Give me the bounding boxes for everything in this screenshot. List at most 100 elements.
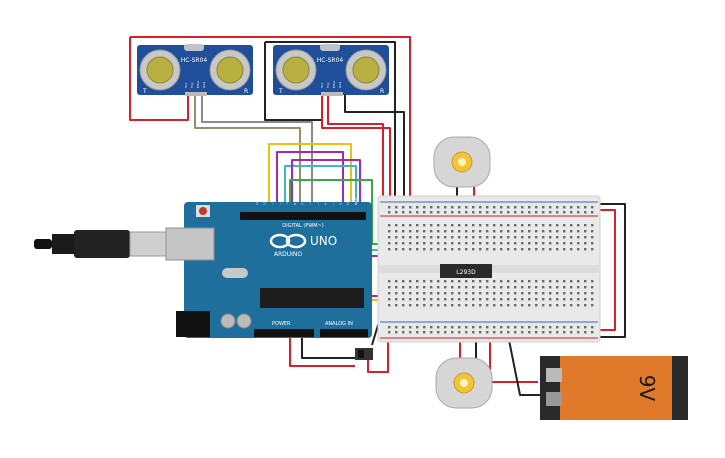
breadboard-hole xyxy=(423,230,426,233)
breadboard-hole xyxy=(549,224,552,227)
breadboard-hole xyxy=(542,242,545,245)
wire-black-top xyxy=(265,41,396,210)
breadboard-hole xyxy=(451,242,454,245)
breadboard-hole xyxy=(521,280,524,283)
breadboard-hole xyxy=(514,224,517,227)
arduino-logo-text: ARDUINO xyxy=(274,251,303,258)
breadboard-hole xyxy=(451,304,454,307)
breadboard-hole xyxy=(395,224,398,227)
breadboard-hole xyxy=(507,304,510,307)
breadboard-hole xyxy=(535,331,538,334)
breadboard-hole xyxy=(388,304,391,307)
breadboard-hole xyxy=(444,248,447,251)
breadboard-hole xyxy=(472,248,475,251)
breadboard-hole xyxy=(465,292,468,295)
breadboard-hole xyxy=(514,331,517,334)
breadboard-hole xyxy=(584,286,587,289)
wire-red-5v xyxy=(289,336,355,367)
breadboard-hole xyxy=(514,326,517,329)
breadboard-hole xyxy=(444,230,447,233)
breadboard-hole xyxy=(549,331,552,334)
usb-cable-strain xyxy=(52,234,74,254)
breadboard-hole xyxy=(563,280,566,283)
breadboard-hole xyxy=(409,211,412,214)
breadboard-hole xyxy=(570,304,573,307)
breadboard-hole xyxy=(486,292,489,295)
breadboard-hole xyxy=(591,331,594,334)
breadboard-hole xyxy=(423,242,426,245)
breadboard-hole xyxy=(458,224,461,227)
digital-pin-label: 2 xyxy=(339,203,343,205)
breadboard-hole xyxy=(507,248,510,251)
breadboard-hole xyxy=(430,331,433,334)
breadboard-hole xyxy=(556,331,559,334)
battery-terminal-neg xyxy=(546,392,562,406)
breadboard-hole xyxy=(430,206,433,209)
breadboard-hole xyxy=(486,304,489,307)
breadboard-hole xyxy=(416,304,419,307)
breadboard-hole xyxy=(465,298,468,301)
digital-pin-label: ~11 xyxy=(270,199,274,205)
breadboard-hole xyxy=(479,236,482,239)
power-label: POWER xyxy=(272,321,291,327)
breadboard-hole xyxy=(535,206,538,209)
breadboard-hole xyxy=(486,280,489,283)
breadboard-hole xyxy=(577,280,580,283)
breadboard-hole xyxy=(542,230,545,233)
breadboard-hole xyxy=(521,286,524,289)
breadboard-hole xyxy=(591,230,594,233)
breadboard-hole xyxy=(507,230,510,233)
breadboard-hole xyxy=(402,206,405,209)
breadboard-hole xyxy=(591,326,594,329)
breadboard-hole xyxy=(535,242,538,245)
breadboard-hole xyxy=(465,211,468,214)
breadboard-hole xyxy=(486,236,489,239)
breadboard-hole xyxy=(542,206,545,209)
breadboard-hole xyxy=(437,331,440,334)
breadboard-hole xyxy=(549,304,552,307)
breadboard-hole xyxy=(514,298,517,301)
breadboard-hole xyxy=(486,298,489,301)
breadboard-hole xyxy=(486,230,489,233)
breadboard-hole xyxy=(570,292,573,295)
breadboard-hole xyxy=(528,298,531,301)
breadboard-hole xyxy=(570,236,573,239)
breadboard-hole xyxy=(395,298,398,301)
breadboard-hole xyxy=(556,206,559,209)
breadboard-hole xyxy=(514,236,517,239)
breadboard-hole xyxy=(528,242,531,245)
breadboard-hole xyxy=(423,286,426,289)
breadboard-hole xyxy=(458,236,461,239)
breadboard-hole xyxy=(444,326,447,329)
breadboard-hole xyxy=(507,292,510,295)
breadboard-hole xyxy=(388,242,391,245)
breadboard-hole xyxy=(444,224,447,227)
breadboard-hole xyxy=(577,211,580,214)
breadboard-hole xyxy=(591,211,594,214)
breadboard-hole xyxy=(514,242,517,245)
digital-pin-label: 8 xyxy=(293,203,297,205)
breadboard-hole xyxy=(507,236,510,239)
usb-cable-end xyxy=(34,239,52,249)
breadboard-hole xyxy=(556,326,559,329)
breadboard-hole xyxy=(409,248,412,251)
breadboard-hole xyxy=(542,298,545,301)
breadboard-hole xyxy=(535,211,538,214)
breadboard-hole xyxy=(402,286,405,289)
breadboard-hole xyxy=(402,331,405,334)
breadboard-hole xyxy=(542,331,545,334)
breadboard-hole xyxy=(549,236,552,239)
breadboard-hole xyxy=(430,280,433,283)
breadboard-hole xyxy=(388,326,391,329)
breadboard-hole xyxy=(577,242,580,245)
breadboard-hole xyxy=(451,248,454,251)
breadboard-hole xyxy=(584,280,587,283)
digital-label: DIGITAL (PWM~) xyxy=(282,223,324,229)
breadboard-hole xyxy=(514,280,517,283)
motor-shaft xyxy=(458,158,466,166)
breadboard-hole xyxy=(402,211,405,214)
driver-label: L293D xyxy=(456,269,476,276)
crystal xyxy=(320,44,340,51)
breadboard-hole xyxy=(500,292,503,295)
